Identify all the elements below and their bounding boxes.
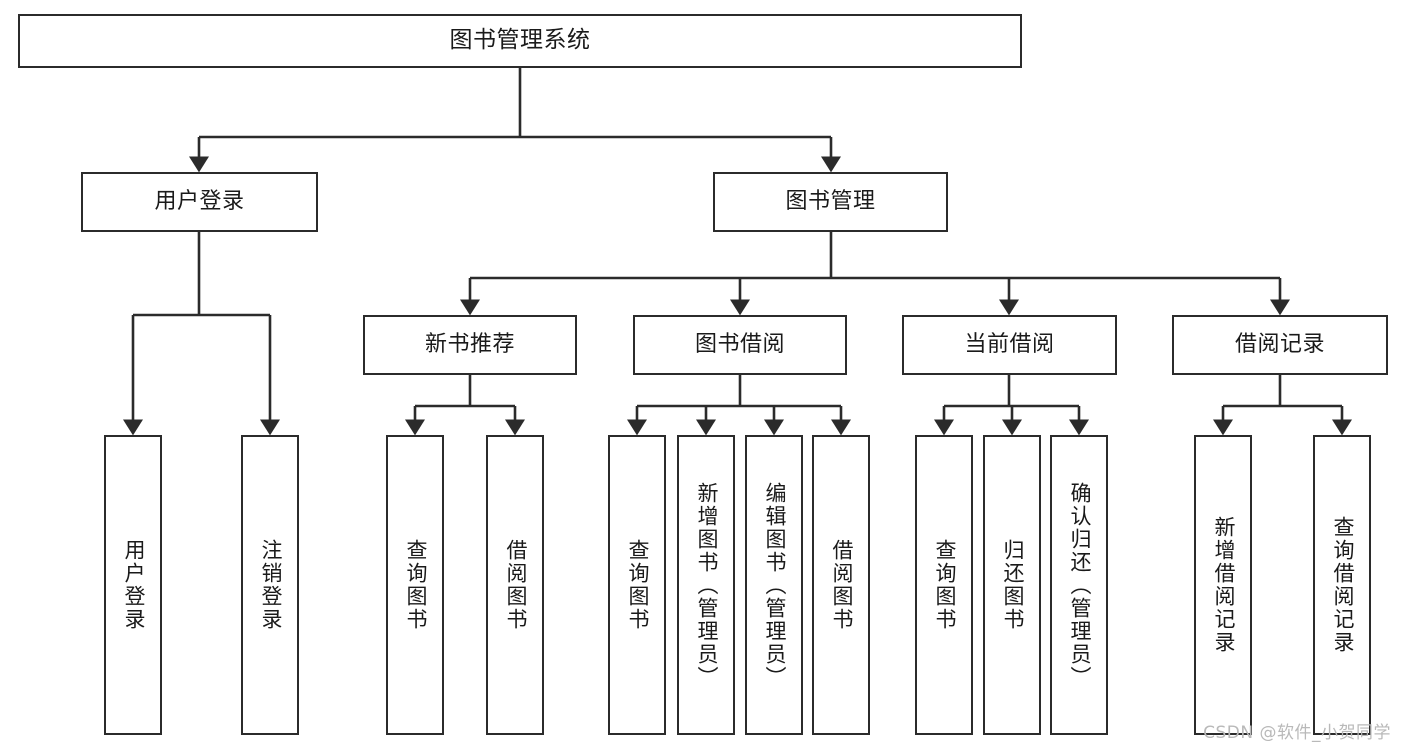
node-leaf-add-record[interactable]: 新增借阅记录 — [1194, 435, 1252, 735]
node-user-login-label: 用户登录 — [154, 188, 245, 214]
node-leaf-query-book-3[interactable]: 查询图书 — [915, 435, 973, 735]
node-leaf-query-record[interactable]: 查询借阅记录 — [1313, 435, 1371, 735]
node-new-book-recommend-label: 新书推荐 — [424, 331, 515, 357]
node-leaf-return-book[interactable]: 归还图书 — [983, 435, 1041, 735]
node-book-manage-label: 图书管理 — [785, 188, 876, 214]
node-leaf-edit-book[interactable]: 编辑图书（管理员） — [745, 435, 803, 735]
node-new-book-recommend[interactable]: 新书推荐 — [363, 315, 577, 375]
node-leaf-query-book-2-label: 查询图书 — [625, 539, 650, 631]
watermark-text: CSDN @软件_小贺同学 — [1203, 723, 1391, 743]
node-leaf-borrow-book-1-label: 借阅图书 — [503, 539, 528, 631]
node-current-borrow[interactable]: 当前借阅 — [902, 315, 1117, 375]
node-root[interactable]: 图书管理系统 — [18, 14, 1022, 68]
node-leaf-query-book-1-label: 查询图书 — [403, 539, 428, 631]
node-current-borrow-label: 当前借阅 — [964, 331, 1055, 357]
node-leaf-user-login[interactable]: 用户登录 — [104, 435, 162, 735]
node-leaf-add-book-label: 新增图书（管理员） — [694, 481, 719, 689]
node-leaf-user-login-label: 用户登录 — [121, 539, 146, 631]
node-borrow-record-label: 借阅记录 — [1234, 331, 1325, 357]
node-leaf-borrow-book-2[interactable]: 借阅图书 — [812, 435, 870, 735]
node-leaf-query-record-label: 查询借阅记录 — [1330, 516, 1355, 654]
node-book-borrow[interactable]: 图书借阅 — [633, 315, 847, 375]
node-leaf-query-book-3-label: 查询图书 — [932, 539, 957, 631]
node-leaf-borrow-book-2-label: 借阅图书 — [829, 539, 854, 631]
node-root-label: 图书管理系统 — [449, 27, 591, 54]
node-leaf-borrow-book-1[interactable]: 借阅图书 — [486, 435, 544, 735]
node-leaf-query-book-2[interactable]: 查询图书 — [608, 435, 666, 735]
node-leaf-edit-book-label: 编辑图书（管理员） — [762, 481, 787, 689]
node-leaf-logout[interactable]: 注销登录 — [241, 435, 299, 735]
node-leaf-confirm-return-label: 确认归还（管理员） — [1067, 481, 1092, 689]
node-leaf-add-book[interactable]: 新增图书（管理员） — [677, 435, 735, 735]
node-leaf-confirm-return[interactable]: 确认归还（管理员） — [1050, 435, 1108, 735]
node-leaf-add-record-label: 新增借阅记录 — [1211, 516, 1236, 654]
node-book-manage[interactable]: 图书管理 — [713, 172, 948, 232]
node-borrow-record[interactable]: 借阅记录 — [1172, 315, 1388, 375]
node-leaf-return-book-label: 归还图书 — [1000, 539, 1025, 631]
node-leaf-logout-label: 注销登录 — [258, 539, 283, 631]
node-leaf-query-book-1[interactable]: 查询图书 — [386, 435, 444, 735]
node-user-login[interactable]: 用户登录 — [81, 172, 318, 232]
node-book-borrow-label: 图书借阅 — [694, 331, 785, 357]
